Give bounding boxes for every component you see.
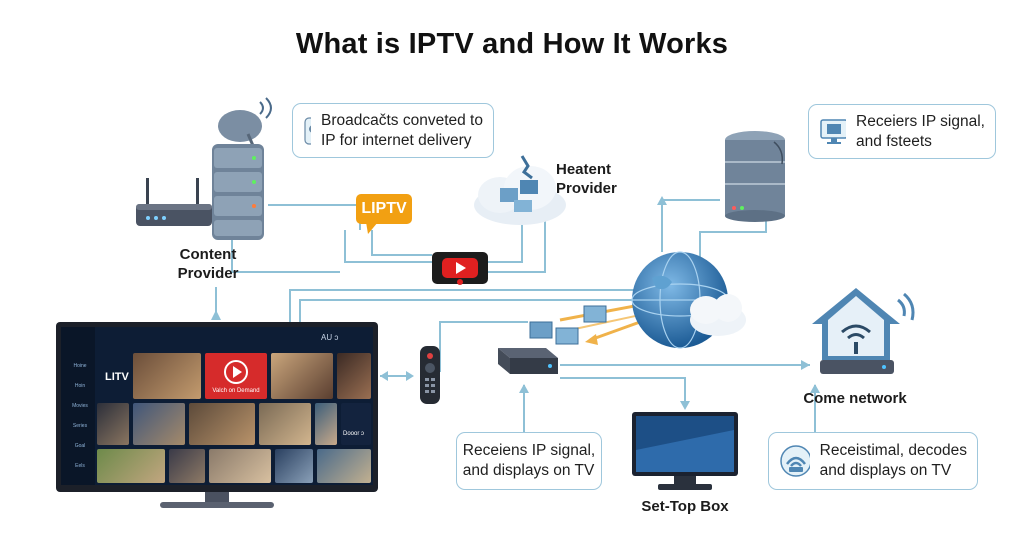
- arrow-provider-down: [211, 310, 221, 320]
- content-provider-label: Content Provider: [177, 246, 239, 282]
- router-signal-icon: [780, 445, 810, 477]
- tv-featured-tile[interactable]: Valch on Demand: [205, 353, 267, 399]
- tv-menu-item[interactable]: Goal: [74, 443, 86, 449]
- data-packets-icon: [529, 305, 607, 345]
- home-network-icon: [812, 288, 915, 374]
- play-icon: [224, 360, 248, 384]
- callout-receiver-home: Receistimal, decodes and displays on TV: [768, 432, 978, 490]
- tv-sidebar: Hoine Hoin Movies Series Goal Eels: [61, 327, 95, 485]
- tv-menu-item[interactable]: Series: [72, 423, 88, 429]
- line-box-to-tv: [560, 377, 686, 408]
- callout-broadcast: Broadcačts conveted to IP for internet d…: [292, 103, 494, 158]
- tv-tile[interactable]: [317, 449, 371, 483]
- tv-stand-neck: [205, 492, 229, 504]
- tv-tile[interactable]: [189, 403, 255, 445]
- tv-menu-item[interactable]: Hoine: [73, 363, 87, 369]
- line-tv-to-globe-2: [299, 299, 635, 322]
- tv-tile[interactable]: [133, 353, 201, 399]
- satellite-icon: [304, 116, 311, 145]
- small-tv-icon: [632, 412, 738, 490]
- tv-screen: Hoine Hoin Movies Series Goal Eels AU ᴐ …: [61, 327, 373, 485]
- line-globe-to-server: [661, 199, 720, 252]
- tv-tile[interactable]: [97, 449, 165, 483]
- line-b: [371, 230, 432, 256]
- video-play-icon: [432, 252, 488, 285]
- tv-tile[interactable]: [275, 449, 313, 483]
- monitor-icon: [820, 118, 847, 144]
- tv-tile[interactable]: [271, 353, 333, 399]
- set-top-box-device: [498, 348, 558, 374]
- tv-tile[interactable]: [169, 449, 205, 483]
- tv-stand-base: [160, 502, 274, 508]
- callout-receiver-top: Receiers IP signal, and fsteets: [808, 104, 996, 159]
- tv-brand-label: LITV: [105, 371, 129, 383]
- tv-tile[interactable]: [97, 403, 129, 445]
- cloud-server-icon: [474, 155, 566, 225]
- home-network-label: Come network: [803, 390, 907, 407]
- line-globe-to-server-2: [699, 215, 767, 265]
- tv-tile[interactable]: [133, 403, 185, 445]
- line-tv-to-globe: [289, 289, 640, 322]
- internet-globe-icon: [631, 251, 746, 349]
- bubble-tail: [366, 222, 378, 234]
- remote-control-icon[interactable]: [418, 344, 444, 406]
- tv-menu-item[interactable]: Movies: [72, 403, 88, 409]
- heatent-provider-label: Heatent Provider: [556, 161, 617, 197]
- line-cloud-down-2: [488, 210, 546, 273]
- tv-tile[interactable]: [259, 403, 311, 445]
- callout-receiver-tv: Receiens IP signal, and displays on TV: [456, 432, 602, 490]
- line-cloud-down: [488, 225, 523, 263]
- tv-tile[interactable]: [337, 353, 371, 399]
- television: Hoine Hoin Movies Series Goal Eels AU ᴐ …: [56, 322, 378, 492]
- cloud-storage-server-icon: [725, 131, 785, 222]
- tv-tile[interactable]: [209, 449, 271, 483]
- page-title: What is IPTV and How It Works: [295, 28, 729, 60]
- iptv-bubble: LIPTV: [356, 194, 412, 224]
- tv-side-label: Dooor ᴐ: [343, 431, 365, 437]
- router-icon: [136, 178, 212, 226]
- tv-tile[interactable]: Dooor ᴐ: [341, 403, 371, 445]
- line-a: [344, 230, 432, 263]
- tv-header-label: AU ᴐ: [321, 333, 339, 342]
- tv-menu-item[interactable]: Hoin: [74, 383, 86, 389]
- content-server-icon: [212, 97, 272, 240]
- tv-menu-item[interactable]: Eels: [75, 463, 85, 469]
- tv-video-label: Valch on Demand: [212, 388, 260, 394]
- set-top-box-label: Set-Top Box: [641, 498, 729, 515]
- tv-tile[interactable]: [315, 403, 337, 445]
- line-provider: [231, 238, 340, 273]
